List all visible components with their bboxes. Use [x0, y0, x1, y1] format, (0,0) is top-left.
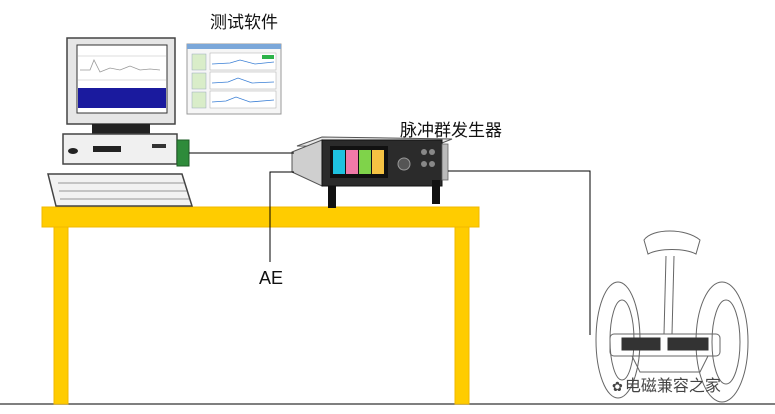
software-label: 测试软件	[210, 13, 278, 33]
generator-tile-1	[333, 150, 345, 174]
generator-tile-3	[359, 150, 371, 174]
software-trace-3	[211, 96, 275, 103]
desktop-slot	[152, 144, 166, 148]
desktop-drive	[93, 146, 121, 152]
balance-scooter	[595, 230, 749, 403]
cable-generator-to-eut	[448, 170, 591, 335]
watermark-text: 电磁兼容之家	[624, 376, 721, 395]
scooter-stem-2	[671, 255, 675, 335]
software-indicator	[262, 55, 274, 59]
connector-block	[176, 139, 190, 167]
generator-handle	[441, 143, 449, 181]
scooter-footpad-right	[667, 337, 709, 351]
table	[41, 206, 480, 405]
keyboard	[47, 173, 194, 207]
software-panel-1	[191, 53, 207, 71]
software-panel-2	[191, 72, 207, 90]
generator-side	[291, 139, 323, 187]
scooter-footpad-left	[621, 337, 661, 351]
ae-label: AE	[259, 268, 284, 288]
scooter-wheel-right-inner	[711, 299, 741, 385]
scooter-base	[631, 355, 709, 373]
table-leg-left	[53, 226, 69, 405]
generator-tile-4	[372, 150, 384, 174]
desktop-unit	[62, 133, 178, 165]
generator-foot-left	[328, 186, 336, 208]
software-trace-2	[211, 77, 275, 84]
table-leg-right	[454, 226, 470, 405]
monitor-trace	[80, 59, 161, 73]
monitor-base	[92, 124, 150, 134]
watermark: ✿电磁兼容之家	[612, 372, 721, 396]
wechat-icon: ✿	[612, 380, 623, 395]
software-screenshot	[186, 43, 282, 115]
scooter-deck	[609, 333, 721, 357]
generator-tile-2	[346, 150, 358, 174]
desktop-button	[68, 148, 78, 154]
software-panel-3	[191, 91, 207, 109]
generator-foot-right	[432, 180, 440, 204]
software-titlebar	[187, 44, 281, 49]
scooter-knee-bar	[643, 230, 701, 255]
software-graph-2	[209, 71, 277, 90]
software-graph-1	[209, 52, 277, 71]
table-top	[41, 206, 480, 228]
scooter-stem	[663, 255, 667, 335]
cable-generator-to-ae	[269, 171, 294, 262]
generator-port-2	[429, 149, 435, 155]
generator-port-3	[421, 161, 427, 167]
software-trace-1	[211, 59, 275, 65]
computer	[47, 37, 194, 207]
generator-knob	[397, 157, 411, 171]
generator-label: 脉冲群发生器	[400, 121, 502, 141]
generator-port-4	[429, 161, 435, 167]
monitor-screen-band	[78, 88, 166, 108]
burst-generator	[291, 136, 453, 208]
generator-port-1	[421, 149, 427, 155]
